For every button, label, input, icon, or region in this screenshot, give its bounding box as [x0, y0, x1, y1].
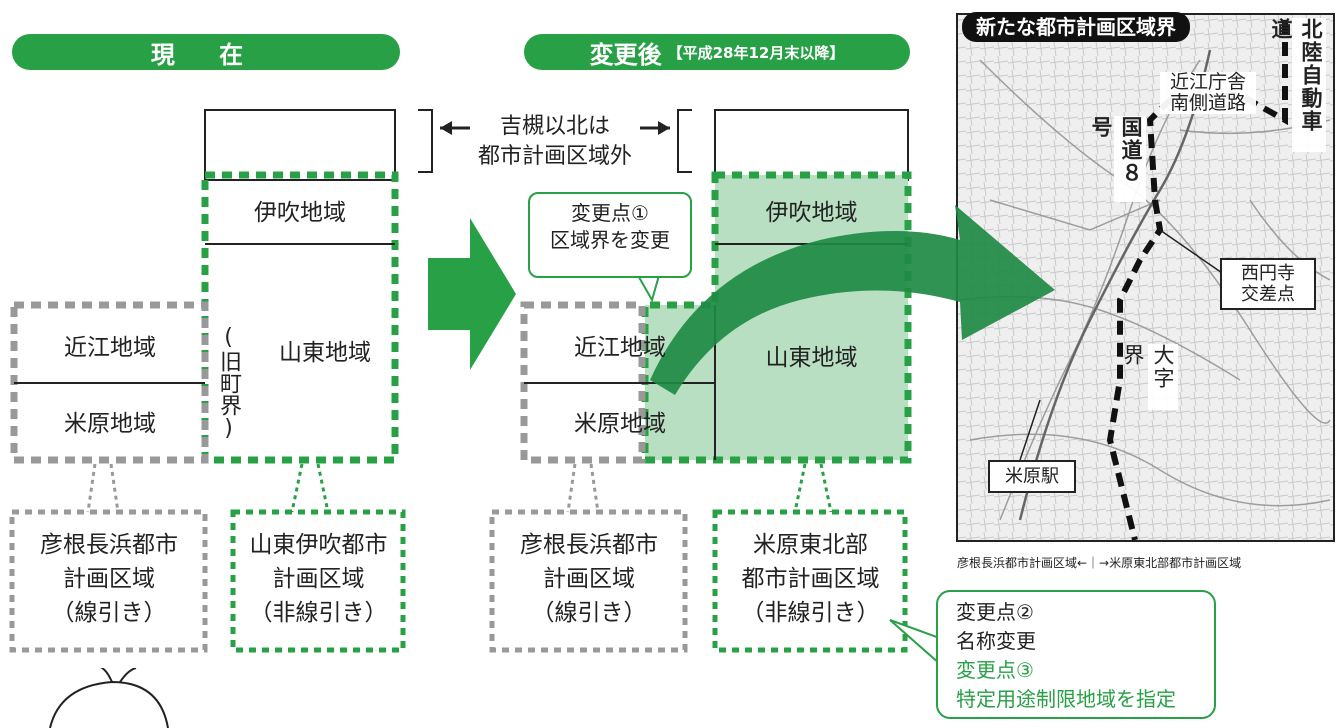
north-area-box-after: [714, 109, 909, 181]
change-3-label: 変更点③: [956, 658, 1034, 682]
current-omi: 近江地域: [64, 335, 156, 361]
caption-box-hikone-after: [489, 509, 688, 653]
current-old-boundary: (旧町界): [216, 325, 241, 441]
after-omi: 近江地域: [574, 335, 666, 361]
current-caption-santo: 山東伊吹都市 計画区域 （非線引き）: [249, 532, 388, 626]
santo-ibuki-outline-current: [201, 171, 399, 464]
after-caption-hikone: 彦根長浜都市 計画区域 （線引き）: [520, 532, 658, 626]
mascot-fragment: [49, 668, 169, 728]
current-caption-hikone: 彦根長浜都市 計画区域 （線引き）: [40, 532, 178, 626]
change-2-label: 変更点②: [956, 600, 1034, 624]
changes-box: 変更点② 名称変更 変更点③ 特定用途制限地域を指定: [936, 590, 1216, 719]
north-area-box-current: [204, 109, 396, 181]
north-note: 吉槻以北は: [475, 112, 635, 142]
after-santo: 山東地域: [765, 345, 858, 371]
curved-arrow: [650, 205, 1055, 395]
caption-box-hikone-current: [9, 509, 208, 653]
current-header: 現 在: [12, 34, 400, 70]
map-label-oaza: 大字界: [1121, 344, 1178, 410]
after-maibara: 米原地域: [574, 411, 666, 437]
callout-change-1: 変更点① 区域界を変更: [528, 192, 692, 278]
map-label-expressway: 北陸自動車道: [1269, 18, 1326, 152]
after-caption-maibara: 米原東北部 都市計画区域 （非線引き）: [741, 532, 880, 626]
change-3-text: 特定用途制限地域を指定: [956, 687, 1176, 711]
map-label-station: 米原駅: [988, 460, 1076, 493]
caption-box-santo-current: [230, 509, 406, 653]
after-ibuki: 伊吹地域: [765, 200, 858, 226]
map-label-saienji: 西円寺 交差点: [1220, 258, 1316, 310]
after-header-date: 【平成28年12月末以降】: [667, 43, 845, 62]
transition-arrow: [428, 218, 516, 370]
after-header: 変更後 【平成28年12月末以降】: [524, 34, 910, 70]
map-caption: 彦根長浜都市計画区域←｜→米原東北部都市計画区域: [957, 556, 1242, 570]
change-2-text: 名称変更: [956, 629, 1036, 653]
caption-box-maibara-after: [712, 509, 908, 653]
current-ibuki: 伊吹地域: [254, 200, 346, 226]
north-note-line2: 都市計画区域外: [477, 144, 632, 169]
after-header-text: 変更後: [589, 40, 662, 69]
map-label-route8: 国道８号: [1089, 116, 1146, 202]
current-maibara: 米原地域: [64, 411, 156, 437]
current-santo: 山東地域: [279, 340, 371, 366]
current-header-text: 現 在: [150, 40, 262, 69]
map-title: 新たな都市計画区域界: [962, 12, 1190, 42]
map-label-south-road: 近江庁舎 南側道路: [1160, 72, 1256, 114]
north-note-line1: 吉槻以北は: [499, 114, 610, 139]
